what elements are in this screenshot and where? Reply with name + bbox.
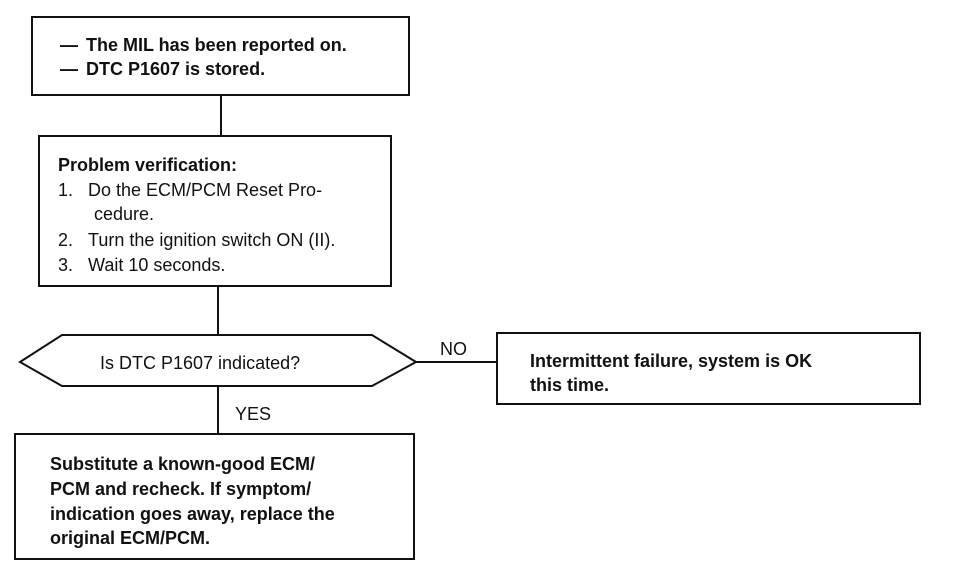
start-line-1: — The MIL has been reported on. (60, 34, 347, 56)
start-box: — The MIL has been reported on. — DTC P160… (31, 16, 410, 96)
verification-step-2: 2. Turn the ignition switch ON (II). (58, 229, 335, 251)
yes-result-box: Substitute a known-good ECM/ PCM and rec… (14, 433, 415, 560)
no-result-box: Intermittent failure, system is OK this … (496, 332, 921, 405)
start-marker-2: — (60, 59, 78, 79)
yes-result-line-2: PCM and recheck. If symptom/ (50, 479, 312, 499)
verification-box: Problem verification: 1. Do the ECM/PCM R… (38, 135, 392, 287)
step-2-number: 2. (58, 230, 74, 250)
verification-heading: Problem verification: (58, 155, 238, 175)
no-label: NO (440, 339, 467, 359)
step-1-number: 1. (58, 180, 74, 200)
start-marker-1: — (60, 35, 78, 55)
verification-step-3: 3. Wait 10 seconds. (58, 254, 225, 276)
yes-result-line-4: original ECM/PCM. (50, 528, 211, 548)
start-text-2: DTC P1607 is stored. (86, 59, 266, 79)
no-result-line-2: this time. (530, 375, 610, 395)
step-3-number: 3. (58, 255, 74, 275)
step-2-text: Turn the ignition switch ON (II). (88, 230, 336, 250)
yes-result-line-3: indication goes away, replace the (50, 504, 335, 524)
verification-step-1: 1. Do the ECM/PCM Reset Pro- (58, 179, 322, 201)
step-3-text: Wait 10 seconds. (88, 255, 226, 275)
yes-label: YES (235, 404, 272, 424)
step-1-text-line-1: Do the ECM/PCM Reset Pro- (88, 180, 323, 200)
yes-result-line-1: Substitute a known-good ECM/ (50, 454, 315, 474)
step-1-text-line-2: cedure. (94, 204, 155, 224)
verification-step-1-continued: cedure. (94, 203, 154, 225)
start-line-2: — DTC P1607 is stored. (60, 58, 265, 80)
start-text-1: The MIL has been reported on. (86, 35, 347, 55)
decision-question: Is DTC P1607 indicated? (100, 353, 301, 373)
no-result-line-1: Intermittent failure, system is OK (530, 351, 813, 371)
